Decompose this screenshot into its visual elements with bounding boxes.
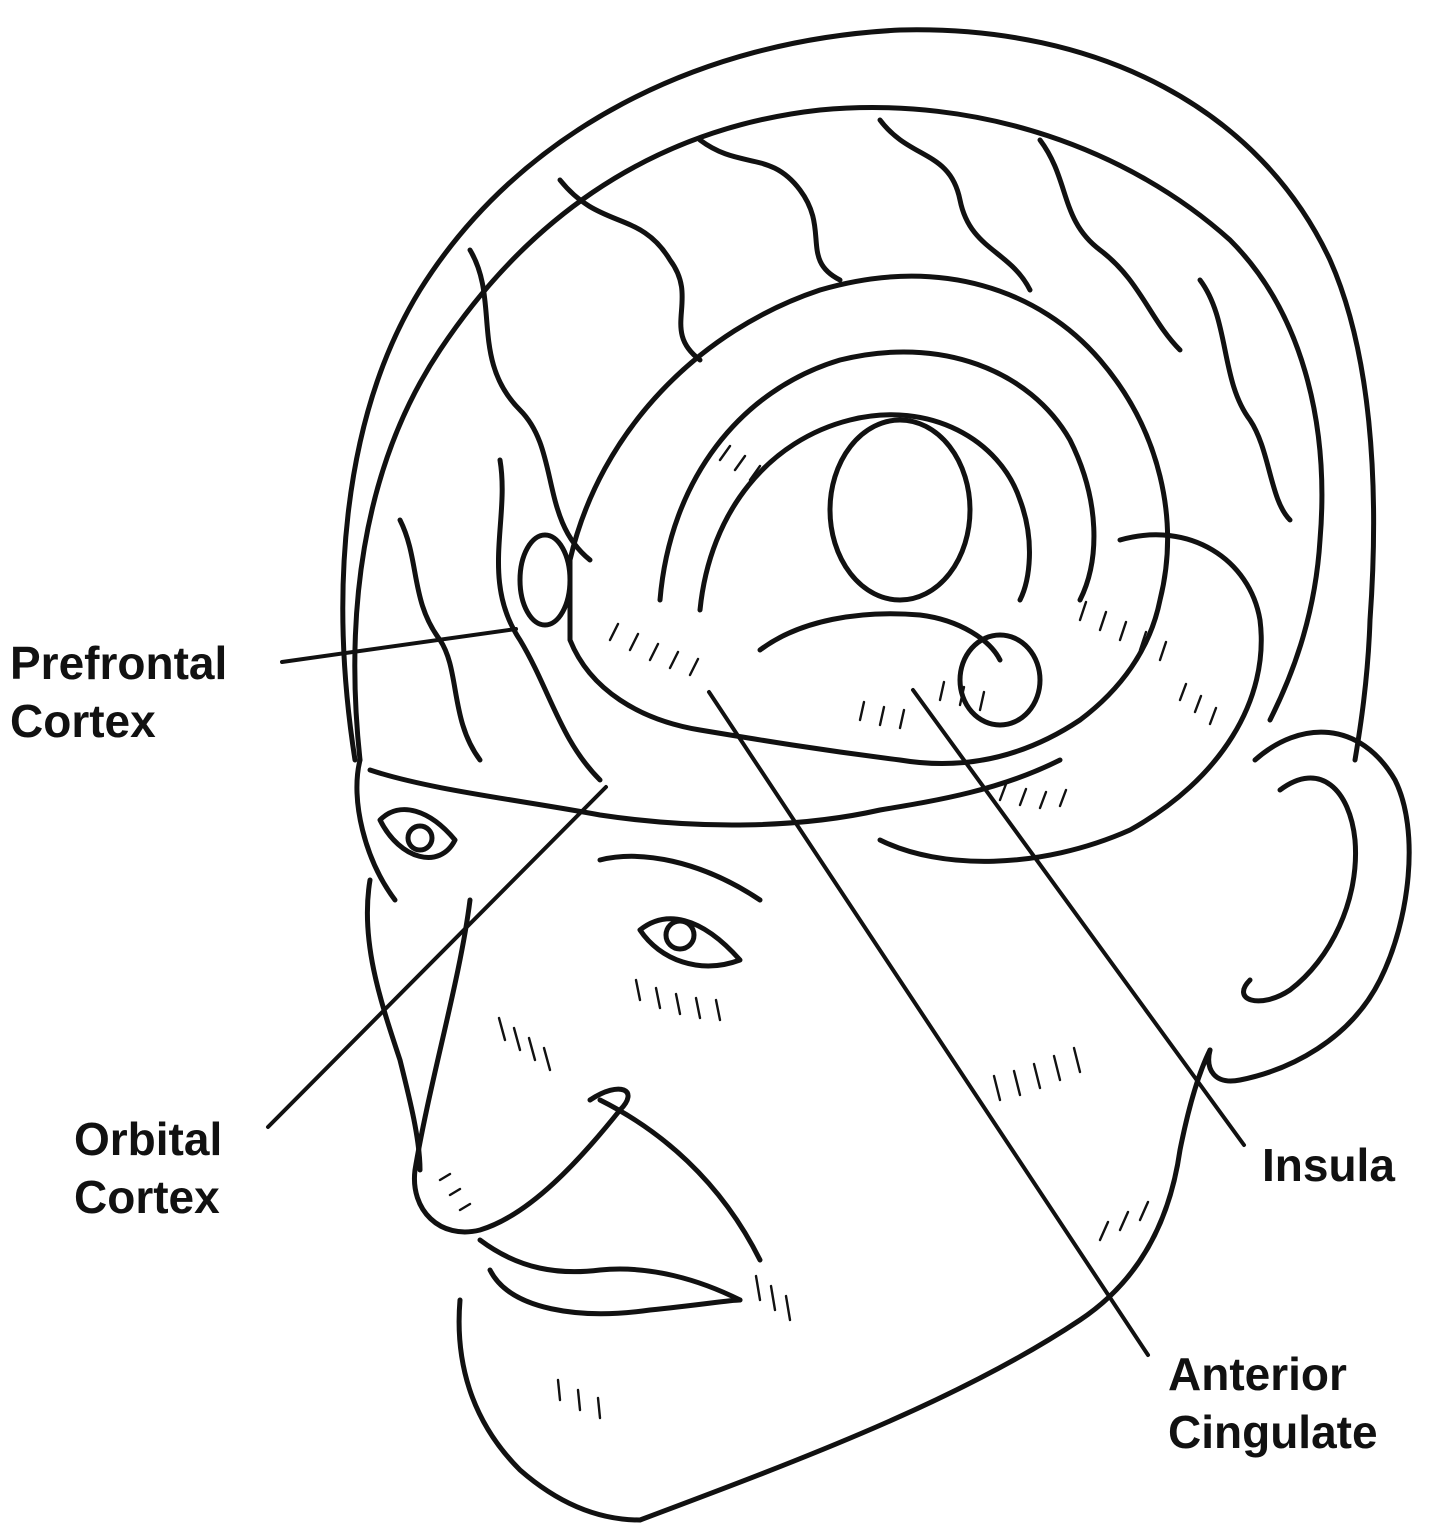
gyrus-line <box>1200 280 1290 520</box>
label-prefrontal-line2: Cortex <box>10 692 227 750</box>
label-orbital-line1: Orbital <box>74 1110 222 1168</box>
thalamus <box>830 420 970 600</box>
face-hatching <box>440 980 1148 1418</box>
skull-outline <box>343 30 1374 760</box>
pupil-right <box>666 921 694 949</box>
jaw-line <box>640 1050 1210 1520</box>
gyrus-line <box>880 120 1030 290</box>
upper-lip <box>480 1240 740 1300</box>
label-anterior-line2: Cingulate <box>1168 1403 1378 1461</box>
gyrus-line <box>1040 140 1180 350</box>
label-anterior-cingulate: Anterior Cingulate <box>1168 1345 1378 1461</box>
ear-inner <box>1244 778 1356 1001</box>
label-prefrontal-cortex: Prefrontal Cortex <box>10 634 227 750</box>
cerebrum-outline <box>355 108 1322 760</box>
face-left-outline <box>367 880 420 1170</box>
leader-orbital <box>268 787 606 1127</box>
cutaway-outline <box>570 276 1168 763</box>
label-anterior-line1: Anterior <box>1168 1345 1378 1403</box>
chin-jaw <box>459 1300 640 1520</box>
hatching <box>610 446 1216 808</box>
gyrus-line <box>470 250 590 560</box>
gyrus-line <box>700 140 840 280</box>
label-orbital-line2: Cortex <box>74 1168 222 1226</box>
fornix <box>760 614 1000 660</box>
label-prefrontal-line1: Prefrontal <box>10 634 227 692</box>
forehead-left <box>357 760 395 900</box>
label-insula-line1: Insula <box>1262 1136 1395 1194</box>
cingulate-inner <box>700 415 1029 610</box>
leader-anterior-cingulate <box>709 692 1148 1355</box>
brain-base <box>370 760 1060 825</box>
cheek-line <box>600 1100 760 1260</box>
frontal-pole <box>520 535 570 625</box>
label-insula: Insula <box>1262 1136 1395 1194</box>
lower-lip <box>490 1270 740 1314</box>
gyrus-line <box>560 180 700 360</box>
pupil-left <box>408 826 432 850</box>
amygdala <box>960 635 1040 725</box>
leader-prefrontal <box>282 629 516 662</box>
label-orbital-cortex: Orbital Cortex <box>74 1110 222 1226</box>
ear <box>1209 732 1409 1081</box>
brow-right <box>600 856 760 900</box>
